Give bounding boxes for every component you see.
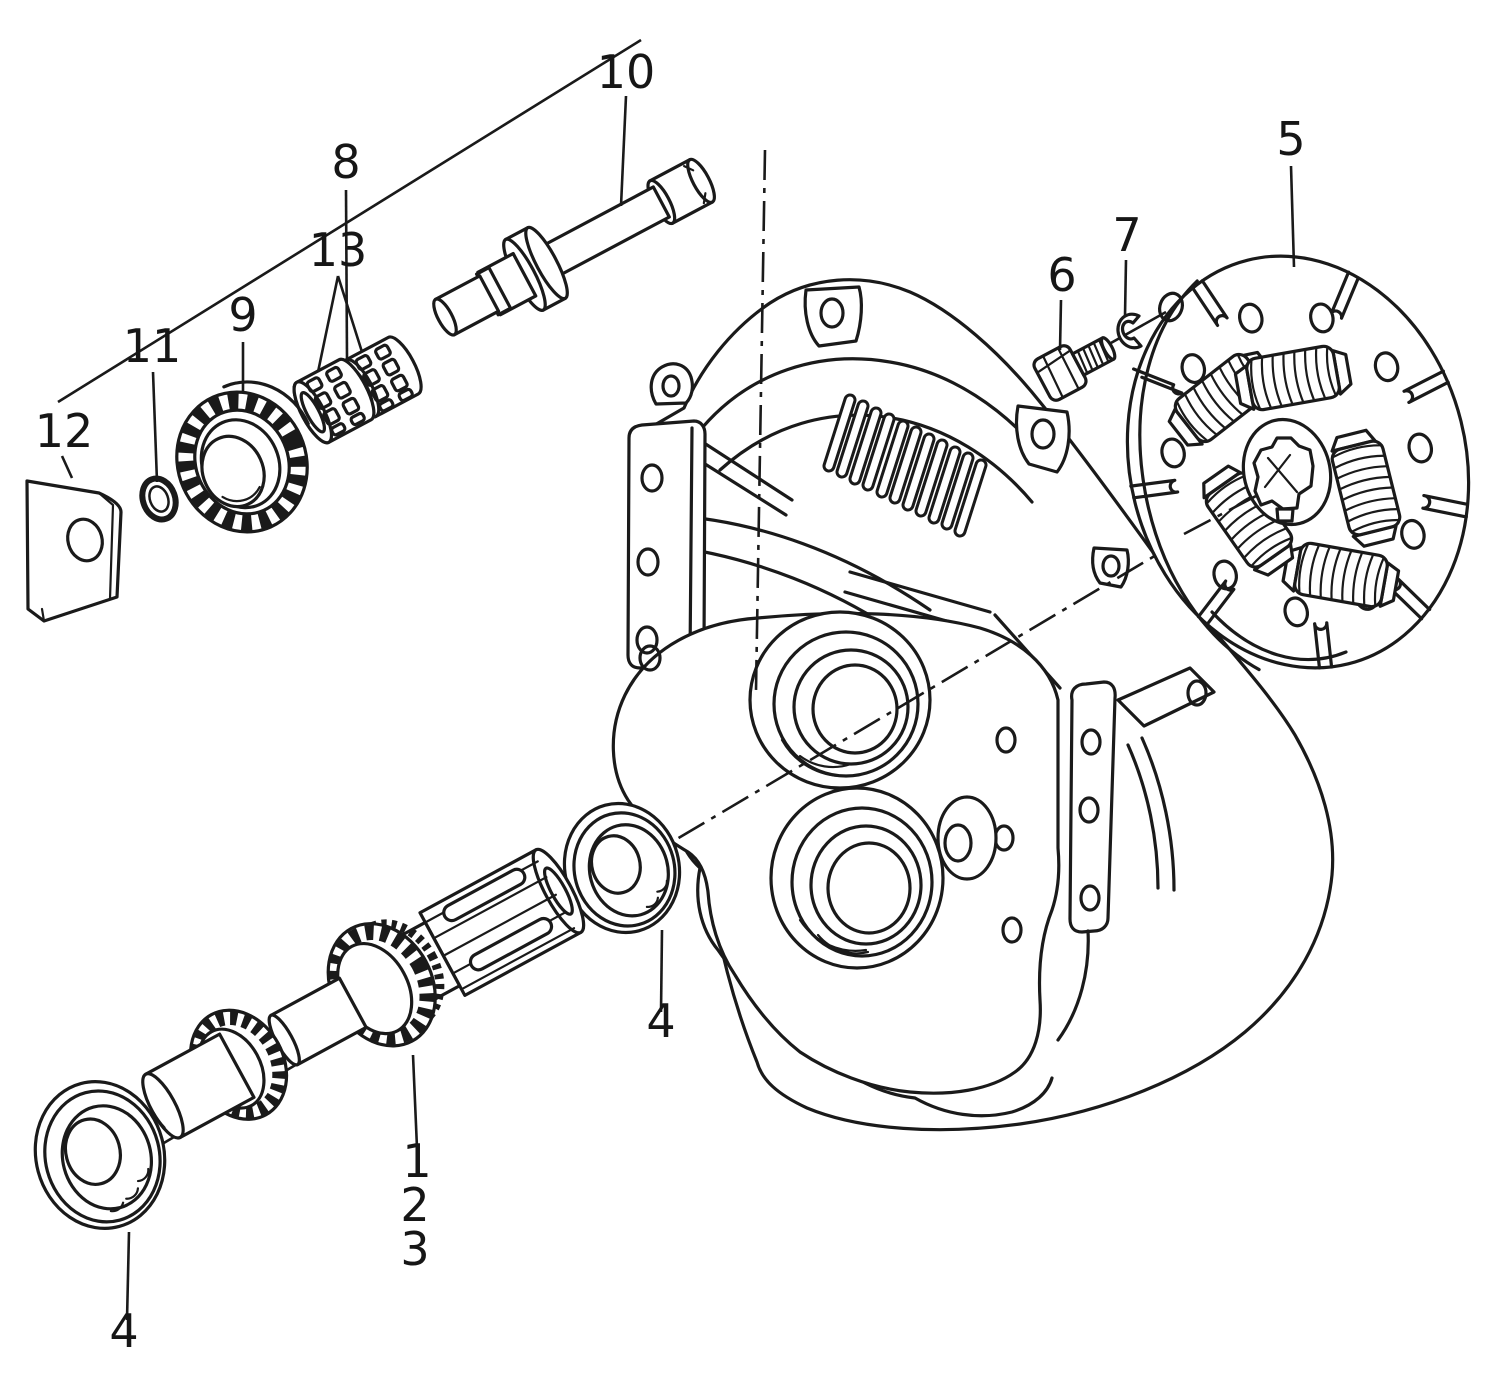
disc-holes <box>1160 302 1434 628</box>
disc-bolt-hole <box>1158 291 1184 323</box>
callout-7: 7 <box>1112 208 1141 262</box>
clutch-housing <box>611 278 1335 1132</box>
callout-11: 11 <box>123 319 182 373</box>
o-ring <box>139 475 179 523</box>
callout-12: 12 <box>35 404 94 458</box>
drive-gear <box>175 380 310 534</box>
callout-3: 3 <box>400 1222 429 1276</box>
right-bracket-bar <box>1056 680 1117 1042</box>
callout-8: 8 <box>331 135 360 189</box>
lock-washer <box>1116 312 1143 350</box>
counter-shaft <box>141 847 586 1140</box>
clutch-disc <box>1125 254 1471 672</box>
axis-callout-line-10 <box>57 38 642 404</box>
needle-bearing-front <box>292 357 376 445</box>
callout-4-right: 4 <box>646 994 675 1048</box>
ball-bearing-left <box>33 1080 167 1230</box>
upper-shaft-bore <box>748 610 932 790</box>
housing-ear-small <box>1091 546 1130 589</box>
lower-shaft-bore <box>769 786 945 970</box>
disc-hub <box>1241 417 1333 527</box>
damper-springs <box>1167 344 1402 609</box>
side-bracket <box>626 419 707 670</box>
callout-leaders <box>57 38 1296 1321</box>
callout-1: 1 <box>402 1134 431 1188</box>
housing-ear-top <box>803 285 863 348</box>
vent-slots <box>822 393 988 538</box>
ball-bearing-right <box>562 801 682 935</box>
angled-bracket <box>1116 666 1216 728</box>
callout-4-left: 4 <box>109 1304 138 1358</box>
callout-9: 9 <box>228 288 257 342</box>
housing-ear-left <box>649 362 694 406</box>
callout-2: 2 <box>400 1178 429 1232</box>
right-flange-arcs <box>1126 736 1176 892</box>
hub-spline-bore <box>1252 436 1315 511</box>
bolt-boss <box>936 795 998 881</box>
input-shaft <box>432 157 716 337</box>
callout-5: 5 <box>1276 112 1305 166</box>
input-shaft-axis-line <box>754 149 767 691</box>
retainer-plate <box>25 479 123 623</box>
housing-ear-right <box>1014 404 1071 474</box>
callout-6: 6 <box>1047 248 1076 302</box>
flywheel-bolt <box>1032 336 1117 402</box>
callout-10: 10 <box>597 45 656 99</box>
callout-13: 13 <box>309 223 368 277</box>
